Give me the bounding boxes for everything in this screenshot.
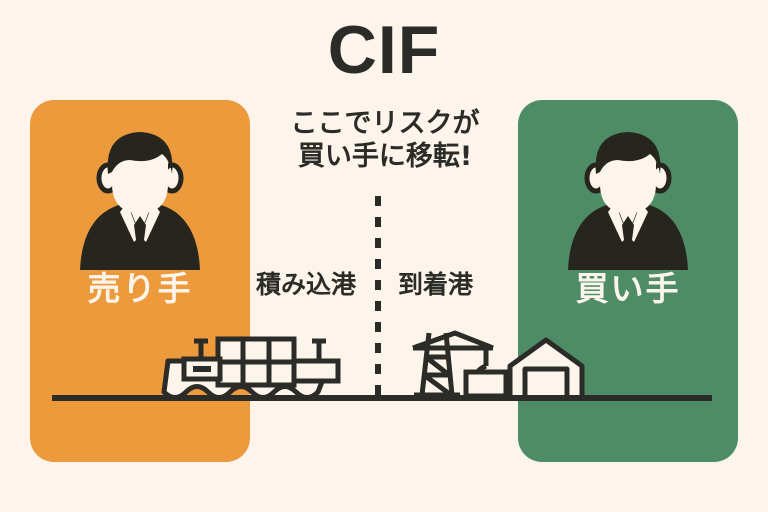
risk-note-line-1: ここでリスクが [290, 108, 480, 139]
arrival-port-label: 到着港 [398, 270, 474, 299]
page-title: CIF [327, 12, 441, 88]
businessman-avatar-icon [568, 132, 688, 270]
buyer-card: 買い手 [518, 100, 738, 462]
buyer-label: 買い手 [575, 269, 681, 308]
businessman-avatar-icon [80, 132, 200, 270]
seller-label: 売り手 [87, 269, 193, 308]
port-crane-icon [412, 330, 509, 399]
loading-port-label: 積み込港 [256, 270, 357, 299]
shipping-container-icon [463, 369, 509, 399]
seller-card: 売り手 [30, 100, 250, 462]
risk-note-line-2: 買い手に移転! [297, 140, 473, 172]
risk-transfer-note: ここでリスクが 買い手に移転! [240, 108, 530, 174]
